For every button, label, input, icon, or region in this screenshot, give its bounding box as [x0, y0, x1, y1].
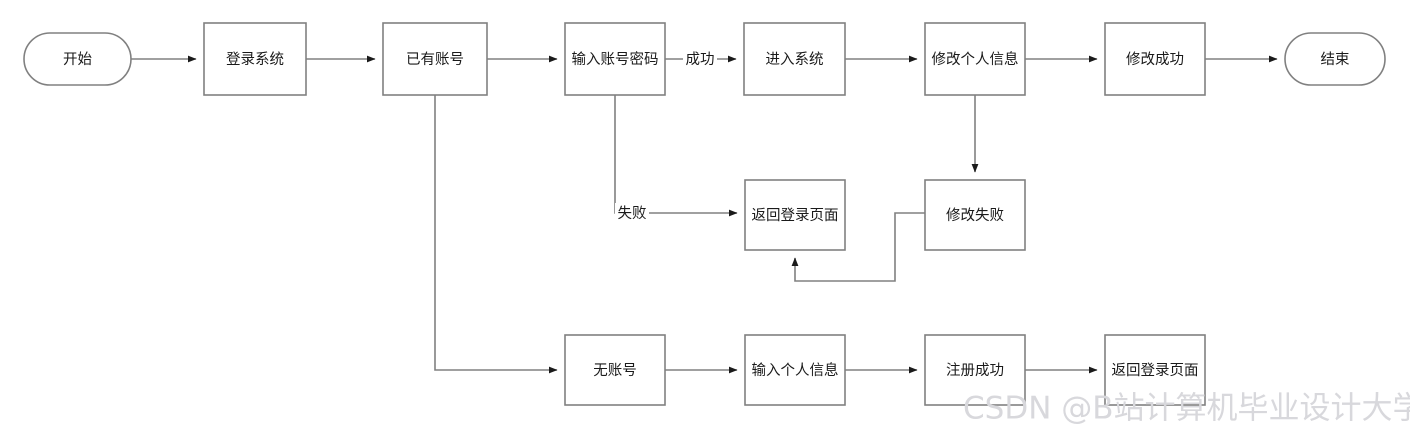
node-shape-rect [924, 22, 1026, 96]
flow-edge-e8: 失败 [614, 95, 738, 223]
flow-node-end[interactable]: 结束 [1284, 32, 1386, 86]
node-shape-rect [203, 22, 307, 96]
node-shape-rect [924, 179, 1026, 251]
edge-label: 成功 [686, 51, 715, 68]
node-label: 进入系统 [766, 51, 824, 68]
flow-node-edit_success[interactable]: 修改成功 [1104, 22, 1206, 96]
flow-node-edit_profile[interactable]: 修改个人信息 [924, 22, 1026, 96]
node-shape-rect [744, 334, 846, 406]
watermark-layer: CSDN @B站计算机毕业设计大学 [963, 391, 1410, 427]
node-label: 登录系统 [226, 51, 284, 68]
flow-edge-e4: 成功 [665, 49, 737, 69]
node-label: 返回登录页面 [752, 207, 839, 224]
node-shape-rect [743, 22, 846, 96]
csdn-watermark: CSDN @B站计算机毕业设计大学 [963, 391, 1410, 427]
edge-path [614, 95, 738, 217]
edge-path [791, 212, 925, 282]
node-label: 注册成功 [946, 362, 1004, 379]
flow-node-enter_system[interactable]: 进入系统 [743, 22, 846, 96]
node-label: 无账号 [593, 362, 637, 379]
node-shape-rect [1104, 22, 1206, 96]
edge-label-backdrop [615, 203, 649, 223]
node-shape-rect [924, 334, 1026, 406]
edge-path [434, 95, 558, 374]
node-label: 已有账号 [406, 51, 464, 68]
flow-node-login_system[interactable]: 登录系统 [203, 22, 307, 96]
flow-edge-e11 [434, 95, 558, 374]
flow-node-edit_failed[interactable]: 修改失败 [924, 179, 1026, 251]
node-shape-rect [1104, 334, 1206, 406]
flow-node-start[interactable]: 开始 [23, 32, 132, 86]
node-shape-stadium [23, 32, 132, 86]
node-shape-stadium [1284, 32, 1386, 86]
flow-node-has_account[interactable]: 已有账号 [382, 22, 488, 96]
node-shape-rect [744, 179, 846, 251]
flow-node-input_info[interactable]: 输入个人信息 [744, 334, 846, 406]
node-shape-rect [564, 334, 666, 406]
node-label: 结束 [1321, 51, 1350, 68]
flow-node-back_login_1[interactable]: 返回登录页面 [744, 179, 846, 251]
node-label: 修改个人信息 [932, 51, 1019, 68]
node-shape-rect [382, 22, 488, 96]
node-shape-rect [564, 22, 666, 96]
node-label: 开始 [63, 51, 92, 68]
flow-node-reg_success[interactable]: 注册成功 [924, 334, 1026, 406]
node-label: 输入个人信息 [752, 362, 839, 379]
flow-node-back_login_2[interactable]: 返回登录页面 [1104, 334, 1206, 406]
edge-label-backdrop [683, 49, 717, 69]
node-label: 返回登录页面 [1112, 362, 1199, 379]
flow-node-input_creds[interactable]: 输入账号密码 [564, 22, 666, 96]
flow-edge-e10 [791, 212, 925, 282]
flow-node-no_account[interactable]: 无账号 [564, 334, 666, 406]
edge-label: 失败 [618, 205, 647, 222]
node-label: 修改失败 [946, 207, 1004, 224]
node-label: 修改成功 [1126, 51, 1184, 68]
node-label: 输入账号密码 [572, 51, 659, 68]
